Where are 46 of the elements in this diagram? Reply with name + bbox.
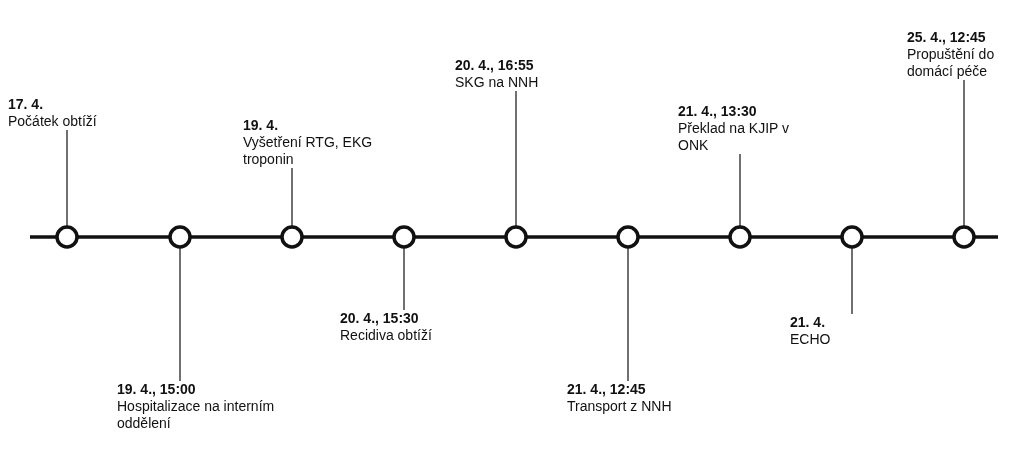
leader-line xyxy=(963,79,965,228)
event-description: Hospitalizace na interním oddělení xyxy=(117,398,276,432)
timeline-line xyxy=(30,235,57,239)
event-date: 17. 4. xyxy=(8,96,45,113)
leader-line xyxy=(179,246,181,382)
timeline-line xyxy=(302,235,394,239)
timeline-point xyxy=(55,225,79,249)
event-date: 21. 4., 12:45 xyxy=(567,381,647,398)
leader-line xyxy=(739,153,741,228)
event-date: 25. 4., 12:45 xyxy=(907,29,987,46)
timeline-point xyxy=(504,225,528,249)
event-description: Recidiva obtíží xyxy=(340,327,433,344)
timeline-line xyxy=(77,235,170,239)
event-description: Počátek obtíží xyxy=(8,113,98,130)
leader-line xyxy=(403,246,405,311)
timeline-line xyxy=(862,235,954,239)
event-description: Vyšetření RTG, EKG troponin xyxy=(243,134,374,168)
leader-line xyxy=(851,246,853,315)
timeline-point xyxy=(280,225,304,249)
event-description: Propuštění do domácí péče xyxy=(907,46,996,80)
timeline-point xyxy=(840,225,864,249)
event-description: SKG na NNH xyxy=(455,74,540,91)
event-date: 20. 4., 16:55 xyxy=(455,57,535,74)
timeline-line xyxy=(526,235,618,239)
event-date: 21. 4., 13:30 xyxy=(678,103,758,120)
timeline-line xyxy=(750,235,842,239)
timeline-line xyxy=(414,235,506,239)
timeline-line xyxy=(638,235,730,239)
event-description: Překlad na KJIP v ONK xyxy=(678,120,791,154)
timeline-line xyxy=(190,235,282,239)
timeline-line xyxy=(974,235,998,239)
event-description: Transport z NNH xyxy=(567,398,673,415)
timeline-point xyxy=(728,225,752,249)
timeline-point xyxy=(952,225,976,249)
timeline-point xyxy=(168,225,192,249)
timeline-point xyxy=(616,225,640,249)
event-date: 21. 4. xyxy=(790,314,827,331)
event-date: 19. 4. xyxy=(243,117,280,134)
leader-line xyxy=(291,167,293,228)
timeline-point xyxy=(392,225,416,249)
event-date: 20. 4., 15:30 xyxy=(340,310,420,327)
leader-line xyxy=(627,246,629,382)
leader-line xyxy=(515,90,517,228)
leader-line xyxy=(66,129,68,228)
event-description: ECHO xyxy=(790,331,832,348)
event-date: 19. 4., 15:00 xyxy=(117,381,197,398)
